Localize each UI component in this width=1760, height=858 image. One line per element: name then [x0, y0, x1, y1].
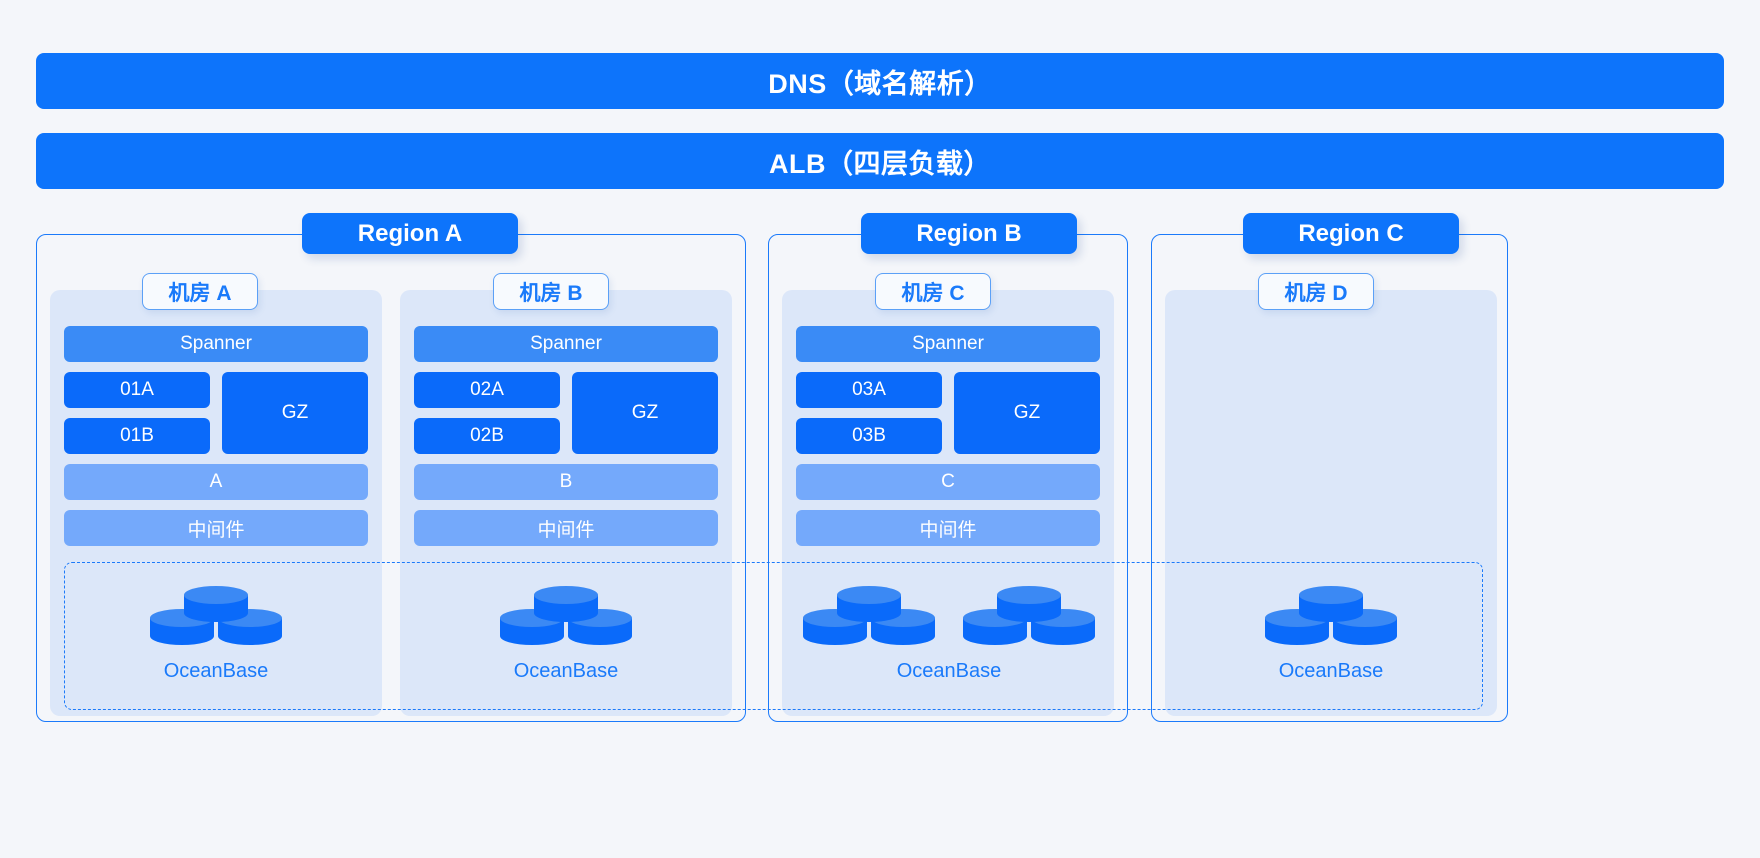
az-label: 03B — [852, 425, 886, 446]
spanner-bar-c: Spanner — [796, 326, 1100, 362]
az-column-a: 01A 01B — [64, 372, 210, 454]
zone-row-b: 02A 02B GZ — [414, 372, 718, 454]
database-cylinder-icon — [184, 586, 248, 622]
unit-bar-a: A — [64, 464, 368, 500]
zone-row-c: 03A 03B GZ — [796, 372, 1100, 454]
database-cylinder-icon — [150, 609, 214, 645]
machine-room-badge-label: 机房 D — [1284, 281, 1348, 305]
database-cluster-icon — [1265, 586, 1397, 648]
unit-label: C — [941, 471, 955, 492]
database-cluster-icon — [150, 586, 282, 648]
database-cylinder-icon — [218, 609, 282, 645]
machine-room-badge-b: 机房 B — [493, 273, 609, 310]
machine-room-badge-label: 机房 C — [901, 281, 965, 305]
unit-label: B — [559, 471, 573, 492]
middleware-bar-a: 中间件 — [64, 510, 368, 546]
machine-room-badge-label: 机房 A — [168, 281, 232, 305]
az-label: 01B — [120, 425, 154, 446]
database-cylinder-icon — [1265, 609, 1329, 645]
az-box-01b: 01B — [64, 418, 210, 454]
middleware-bar-c: 中间件 — [796, 510, 1100, 546]
middleware-label: 中间件 — [187, 519, 245, 541]
middleware-bar-b: 中间件 — [414, 510, 718, 546]
alb-bar: ALB（四层负载） — [36, 133, 1724, 189]
az-box-03b: 03B — [796, 418, 942, 454]
oceanbase-label: OceanBase — [896, 660, 1002, 682]
middleware-label: 中间件 — [537, 519, 595, 541]
oceanbase-group-a: OceanBase — [150, 586, 282, 683]
database-cylinder-icon — [871, 609, 935, 645]
spanner-bar-b: Spanner — [414, 326, 718, 362]
machine-room-badge-a: 机房 A — [142, 273, 258, 310]
database-cluster-icon — [963, 586, 1095, 648]
oceanbase-label: OceanBase — [163, 660, 269, 682]
gz-label: GZ — [281, 402, 309, 423]
az-column-b: 02A 02B — [414, 372, 560, 454]
machine-room-badge-label: 机房 B — [519, 281, 583, 305]
database-cylinder-icon — [1299, 586, 1363, 622]
machine-room-c: Spanner 03A 03B GZ C 中间件 — [782, 290, 1114, 716]
gz-label: GZ — [631, 402, 659, 423]
database-cluster-pair — [803, 586, 1095, 648]
database-cylinder-icon — [534, 586, 598, 622]
dns-bar-label: DNS（域名解析） — [768, 68, 992, 99]
region-badge-a: Region A — [302, 213, 518, 254]
oceanbase-label: OceanBase — [513, 660, 619, 682]
az-label: 03A — [852, 379, 886, 400]
gz-box-b: GZ — [572, 372, 718, 454]
az-label: 01A — [120, 379, 154, 400]
az-box-02b: 02B — [414, 418, 560, 454]
az-box-03a: 03A — [796, 372, 942, 408]
room-b-stack: Spanner 02A 02B GZ B 中间件 — [414, 326, 718, 546]
oceanbase-label: OceanBase — [1278, 660, 1384, 682]
machine-room-a: Spanner 01A 01B GZ A 中间件 — [50, 290, 382, 716]
database-cluster-icon — [500, 586, 632, 648]
az-label: 02B — [470, 425, 504, 446]
machine-room-badge-d: 机房 D — [1258, 273, 1374, 310]
dns-bar: DNS（域名解析） — [36, 53, 1724, 109]
spanner-label: Spanner — [180, 333, 252, 354]
database-cluster-icon — [803, 586, 935, 648]
middleware-label: 中间件 — [919, 519, 977, 541]
az-box-02a: 02A — [414, 372, 560, 408]
unit-bar-b: B — [414, 464, 718, 500]
region-badge-label: Region B — [916, 219, 1022, 247]
oceanbase-group-c: OceanBase — [803, 586, 1095, 683]
az-label: 02A — [470, 379, 504, 400]
gz-box-c: GZ — [954, 372, 1100, 454]
machine-room-b: Spanner 02A 02B GZ B 中间件 — [400, 290, 732, 716]
oceanbase-group-d: OceanBase — [1265, 586, 1397, 683]
machine-room-badge-c: 机房 C — [875, 273, 991, 310]
region-badge-label: Region C — [1298, 219, 1404, 247]
az-column-c: 03A 03B — [796, 372, 942, 454]
region-badge-b: Region B — [861, 213, 1077, 254]
database-cylinder-icon — [1333, 609, 1397, 645]
unit-label: A — [209, 471, 223, 492]
region-badge-label: Region A — [357, 219, 463, 247]
region-badge-c: Region C — [1243, 213, 1459, 254]
gz-label: GZ — [1013, 402, 1041, 423]
zone-row-a: 01A 01B GZ — [64, 372, 368, 454]
machine-room-d — [1165, 290, 1497, 716]
spanner-bar-a: Spanner — [64, 326, 368, 362]
alb-bar-label: ALB（四层负载） — [769, 148, 991, 179]
database-cylinder-icon — [997, 586, 1061, 622]
spanner-label: Spanner — [912, 333, 984, 354]
az-box-01a: 01A — [64, 372, 210, 408]
database-cylinder-icon — [837, 586, 901, 622]
database-cylinder-icon — [500, 609, 564, 645]
spanner-label: Spanner — [530, 333, 602, 354]
gz-box-a: GZ — [222, 372, 368, 454]
oceanbase-group-b: OceanBase — [500, 586, 632, 683]
unit-bar-c: C — [796, 464, 1100, 500]
room-a-stack: Spanner 01A 01B GZ A 中间件 — [64, 326, 368, 546]
room-c-stack: Spanner 03A 03B GZ C 中间件 — [796, 326, 1100, 546]
database-cylinder-icon — [963, 609, 1027, 645]
